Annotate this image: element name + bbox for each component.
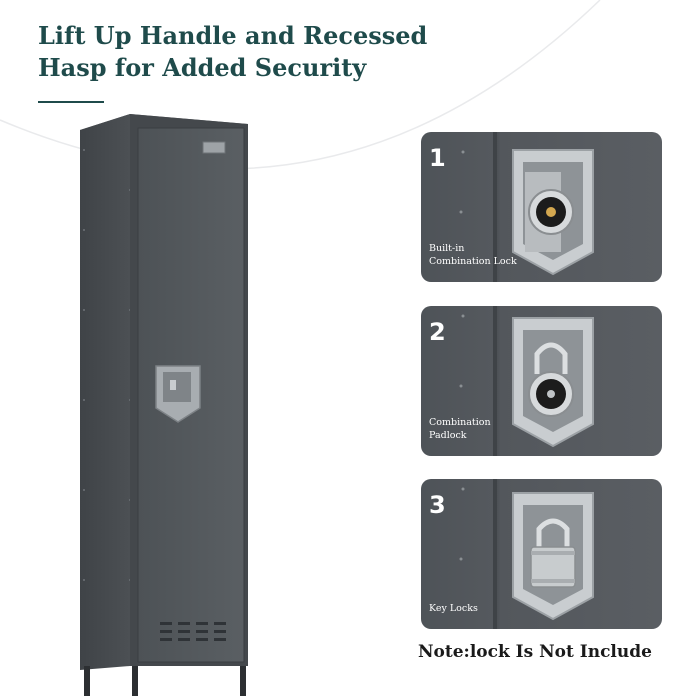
panel-number: 2 xyxy=(429,318,446,346)
lock-option-panel-1: 1 Built-in Combination Lock xyxy=(421,132,662,282)
keyed-padlock-icon xyxy=(459,479,594,629)
headline-line-2: Hasp for Added Security xyxy=(38,53,367,82)
panel-label: Combination Padlock xyxy=(429,417,491,441)
panel-number: 1 xyxy=(429,144,446,172)
lock-option-panel-3: 3 Key Locks xyxy=(421,479,662,629)
headline-underline xyxy=(38,101,104,103)
combination-padlock-icon xyxy=(459,306,594,456)
panel-number: 3 xyxy=(429,491,446,519)
lock-option-panel-2: 2 Combination Padlock xyxy=(421,306,662,456)
dial-combination-lock-icon xyxy=(459,132,594,282)
panel-label: Built-in Combination Lock xyxy=(429,243,517,267)
locker-illustration xyxy=(70,110,260,696)
panel-label: Key Locks xyxy=(429,603,478,614)
footnote: Note:lock Is Not Include xyxy=(418,642,652,662)
headline: Lift Up Handle and Recessed Hasp for Add… xyxy=(38,20,458,84)
headline-line-1: Lift Up Handle and Recessed xyxy=(38,21,428,50)
